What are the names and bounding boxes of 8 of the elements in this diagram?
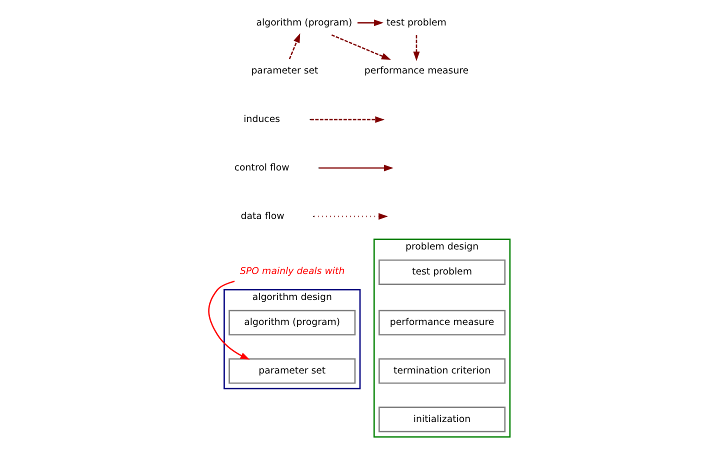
node-text: test problem [386, 17, 446, 28]
legend-label: data flow [240, 210, 284, 222]
node-text: performance measure [364, 66, 469, 77]
legend-label: control flow [234, 162, 290, 174]
node-text: algorithm (program) [256, 17, 352, 28]
node-text: SPO mainly deals with [240, 266, 345, 278]
node-text: parameter set [251, 66, 318, 77]
legend-label: induces [244, 114, 280, 126]
